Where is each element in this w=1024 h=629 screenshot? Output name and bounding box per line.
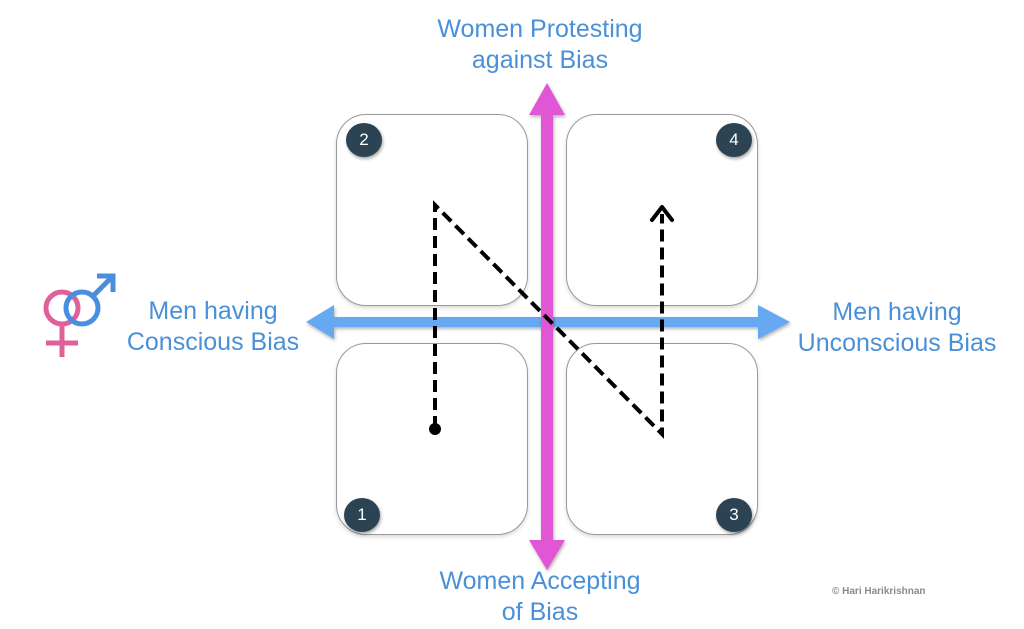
bottom-axis-label-line-2: of Bias bbox=[501, 598, 579, 626]
top-axis-label-line-2: against Bias bbox=[471, 46, 609, 74]
quadrant-1-badge: 1 bbox=[344, 498, 380, 532]
quadrant-4-badge: 4 bbox=[716, 123, 752, 157]
top-axis-label: Women Protesting against Bias bbox=[400, 14, 680, 76]
path-end-arrowhead bbox=[650, 205, 674, 222]
progression-path bbox=[433, 200, 664, 439]
right-axis-label-line-2: Unconscious Bias bbox=[797, 329, 997, 357]
left-axis-label: Men having Conscious Bias bbox=[100, 296, 326, 358]
left-axis-label-line-2: Conscious Bias bbox=[126, 328, 300, 356]
path-start-dot bbox=[429, 423, 441, 435]
top-axis-label-line-1: Women Protesting bbox=[437, 15, 643, 43]
vertical-axis-arrow bbox=[529, 83, 565, 570]
up-arrowhead bbox=[529, 83, 565, 115]
bottom-axis-label: Women Accepting of Bias bbox=[400, 566, 680, 628]
left-arrowhead bbox=[306, 305, 334, 339]
right-axis-label: Men having Unconscious Bias bbox=[770, 297, 1024, 359]
right-axis-label-line-1: Men having bbox=[832, 298, 962, 326]
left-axis-label-line-1: Men having bbox=[148, 297, 278, 325]
quadrant-3-badge: 3 bbox=[716, 498, 752, 532]
gender-symbol-icon bbox=[43, 273, 116, 357]
dashed-path-line bbox=[433, 200, 664, 439]
quadrant-2-badge: 2 bbox=[346, 123, 382, 157]
down-arrowhead bbox=[529, 540, 565, 570]
copyright-notice: © Hari Harikrishnan bbox=[832, 586, 926, 597]
right-arrowhead bbox=[758, 305, 790, 339]
bottom-axis-label-line-1: Women Accepting bbox=[439, 567, 641, 595]
